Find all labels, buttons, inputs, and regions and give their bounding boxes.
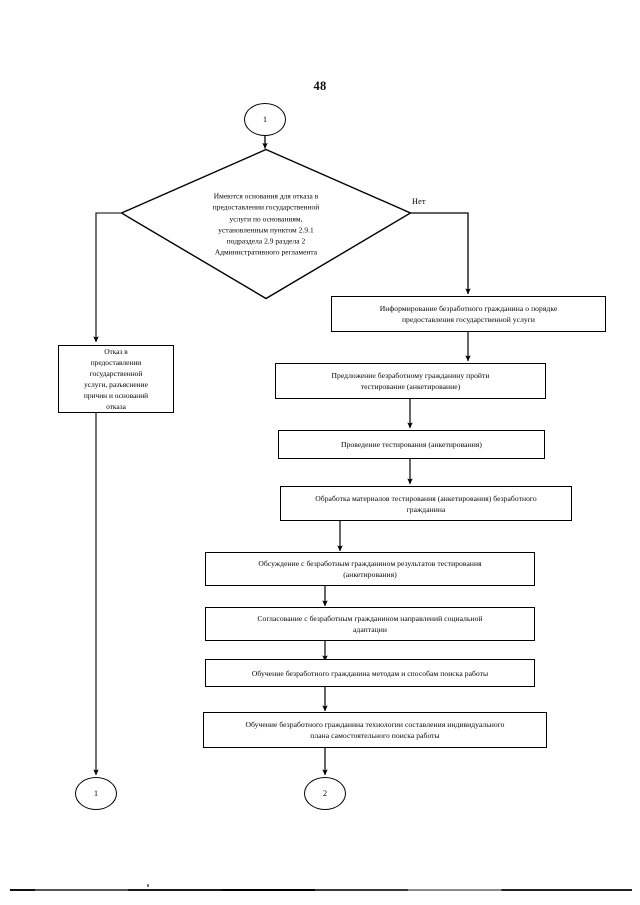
refusal-line-5: причин и оснований bbox=[83, 391, 149, 401]
start-connector-oval[interactable]: 1 bbox=[244, 103, 286, 136]
process-box-step-6[interactable]: Согласование с безработным гражданином н… bbox=[205, 607, 535, 641]
step-8-line-1: Обучение безработного гражданина техноло… bbox=[245, 720, 505, 729]
decision-diamond[interactable]: Имеются основания для отказа в предостав… bbox=[120, 148, 412, 300]
end-connector-oval-1[interactable]: 1 bbox=[75, 777, 117, 810]
decision-line-4: установленным пунктом 2.9.1 bbox=[218, 225, 314, 234]
process-box-step-5[interactable]: Обсуждение с безработным гражданином рез… bbox=[205, 552, 535, 586]
step-1-line-2: предоставления государственной услуги bbox=[401, 315, 536, 324]
step-2-line-1: Предложение безработному гражданину прой… bbox=[331, 371, 490, 380]
page-number: 48 bbox=[313, 79, 327, 93]
refusal-box[interactable]: Отказ в предоставлении государственной у… bbox=[58, 345, 174, 413]
refusal-line-1: Отказ в bbox=[104, 346, 128, 356]
branch-label-no: Нет bbox=[412, 197, 426, 206]
end-connector-1-label: 1 bbox=[94, 789, 98, 798]
decision-line-6: Административного регламента bbox=[214, 247, 318, 257]
refusal-box-text: Отказ в предоставлении государственной у… bbox=[84, 346, 148, 413]
decision-text: Имеются основания для отказа в предостав… bbox=[171, 190, 361, 258]
end-connector-2-label: 2 bbox=[323, 789, 327, 798]
step-1-line-1: Информирование безработного гражданина о… bbox=[379, 304, 558, 313]
decision-line-2: предоставлении государственной bbox=[212, 202, 320, 212]
end-connector-oval-2[interactable]: 2 bbox=[304, 777, 346, 810]
process-box-step-3[interactable]: Проведение тестирования (анкетирования) bbox=[278, 430, 545, 459]
process-box-step-7[interactable]: Обучение безработного гражданина методам… bbox=[205, 659, 535, 687]
step-4-line-1: Обработка материалов тестирования (анкет… bbox=[315, 493, 537, 503]
step-5-line-1: Обсуждение с безработным гражданином рез… bbox=[258, 559, 482, 568]
process-box-step-4[interactable]: Обработка материалов тестирования (анкет… bbox=[280, 486, 572, 521]
process-box-step-1[interactable]: Информирование безработного гражданина о… bbox=[331, 296, 606, 332]
step-2-line-2: тестирование (анкетирование) bbox=[360, 382, 461, 391]
step-5-line-2: (анкетирования) bbox=[343, 570, 397, 579]
decision-diamond-shape bbox=[120, 148, 412, 300]
step-4-line-2: гражданина bbox=[406, 504, 446, 514]
refusal-line-6: отказа bbox=[106, 402, 126, 412]
step-3-line-1: Проведение тестирования (анкетирования) bbox=[341, 440, 482, 449]
refusal-line-4: услуги, разъяснение bbox=[84, 380, 148, 389]
refusal-line-2: предоставлении bbox=[90, 357, 142, 367]
footer-rule bbox=[10, 889, 632, 891]
decision-line-1: Имеются основания для отказа в bbox=[213, 191, 319, 201]
process-box-step-8[interactable]: Обучение безработного гражданина техноло… bbox=[203, 712, 547, 748]
decision-line-3: услуги по основаниям, bbox=[229, 213, 303, 223]
start-connector-label: 1 bbox=[263, 115, 267, 124]
scan-artifact-speck bbox=[147, 884, 149, 887]
decision-line-5: подраздела 2.9 раздела 2 bbox=[226, 236, 306, 246]
step-8-line-2: плана самостоятельного поиска работы bbox=[310, 731, 440, 740]
refusal-line-3: государственной bbox=[89, 368, 143, 378]
step-7-line-1: Обучение безработного гражданина методам… bbox=[251, 668, 489, 678]
step-6-line-2: адаптации bbox=[353, 625, 387, 634]
step-6-line-1: Согласование с безработным гражданином н… bbox=[257, 614, 483, 623]
process-box-step-2[interactable]: Предложение безработному гражданину прой… bbox=[275, 363, 546, 399]
